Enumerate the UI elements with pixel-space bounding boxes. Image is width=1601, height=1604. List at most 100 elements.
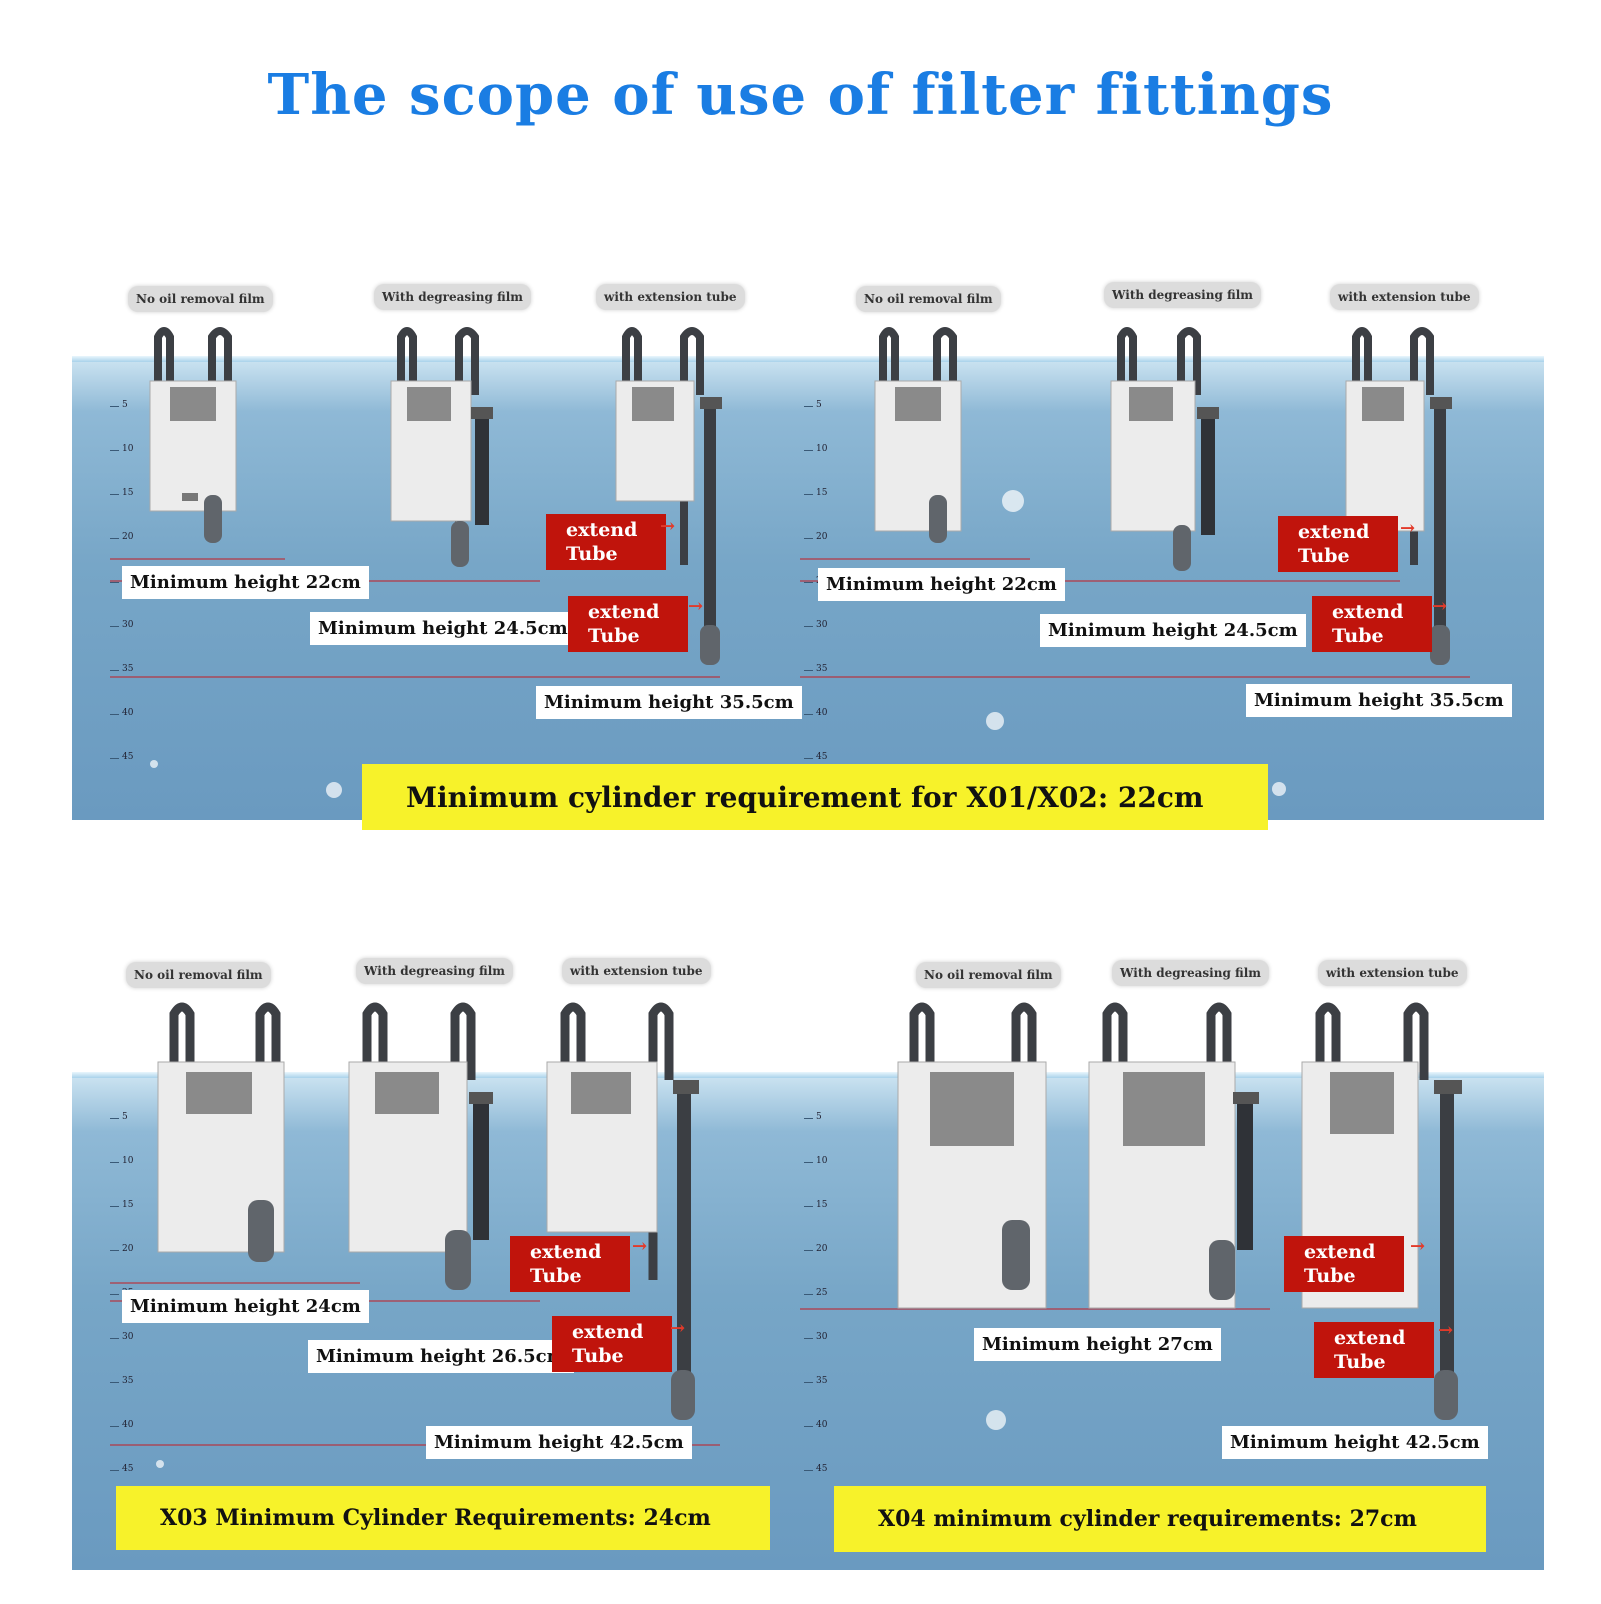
arrow-right-icon: → (1410, 1236, 1426, 1257)
height-reference-line (110, 558, 285, 560)
mode-chip: With degreasing film (1104, 282, 1262, 308)
ruler-tick: 30 (109, 1332, 134, 1342)
height-reference-line (110, 676, 720, 678)
filter-illustration (874, 327, 962, 543)
filter-illustration (390, 327, 493, 567)
min-height-label: Minimum height 24.5cm (1040, 614, 1306, 647)
mode-chip: With degreasing film (356, 958, 514, 984)
mode-chip: With degreasing film (1112, 960, 1270, 986)
ruler-tick: 15 (803, 488, 828, 498)
ruler-tick: 10 (109, 1156, 134, 1166)
filter-illustration (157, 1002, 285, 1262)
mode-chip: with extension tube (562, 958, 711, 984)
filter-illustration (546, 1002, 699, 1420)
mode-chip: No oil removal film (128, 286, 273, 312)
arrow-right-icon: → (688, 596, 704, 617)
ruler-tick: 45 (803, 1464, 828, 1474)
ruler-tick: 30 (109, 620, 134, 630)
min-height-label: Minimum height 27cm (974, 1328, 1221, 1361)
ruler-tick: 40 (109, 1420, 134, 1430)
filter-illustration (897, 1002, 1047, 1309)
filter-illustration (615, 327, 722, 665)
ruler-tick: 10 (109, 444, 134, 454)
mode-chip: With degreasing film (374, 284, 532, 310)
ruler-tick: 45 (803, 752, 828, 762)
height-reference-line (800, 580, 1400, 582)
ruler-tick: 35 (803, 664, 828, 674)
min-height-label: Minimum height 24.5cm (310, 612, 576, 645)
mode-chip: No oil removal film (856, 286, 1001, 312)
filter-illustration (1110, 327, 1219, 571)
min-height-label: Minimum height 35.5cm (1246, 684, 1512, 717)
bubble (986, 712, 1004, 730)
ruler-tick: 35 (109, 664, 134, 674)
ruler-tick: 15 (109, 1200, 134, 1210)
extend-tube-badge: extend Tube (1278, 516, 1398, 572)
extend-tube-badge: extend Tube (568, 596, 688, 652)
bubble (156, 1460, 164, 1468)
ruler-tick: 10 (803, 1156, 828, 1166)
ruler-tick: 15 (803, 1200, 828, 1210)
depth-ruler: 5 10 15 20 25 30 35 40 45 (790, 1112, 840, 1482)
ruler-tick: 10 (803, 444, 828, 454)
ruler-tick: 20 (109, 1244, 134, 1254)
mode-chip: with extension tube (1330, 284, 1479, 310)
ruler-tick: 20 (803, 1244, 828, 1254)
ruler-tick: 40 (109, 708, 134, 718)
extend-tube-badge: extend Tube (552, 1316, 672, 1372)
min-height-label: Minimum height 22cm (122, 566, 369, 599)
arrow-right-icon: → (1400, 518, 1416, 539)
bubble (986, 1410, 1006, 1430)
filter-illustration (348, 1002, 493, 1290)
mode-chip: No oil removal film (126, 962, 271, 988)
arrow-right-icon: → (660, 516, 676, 537)
arrow-right-icon: → (1432, 596, 1448, 617)
extend-tube-badge: extend Tube (1312, 596, 1432, 652)
arrow-right-icon: → (632, 1236, 648, 1257)
page-title: The scope of use of filter fittings (267, 62, 1334, 128)
depth-ruler: 5 10 15 20 25 30 35 40 45 (790, 400, 840, 770)
height-reference-line (110, 1444, 720, 1446)
ruler-tick: 25 (803, 1288, 828, 1298)
min-height-label: Minimum height 26.5cm (308, 1340, 574, 1373)
mode-chip: with extension tube (596, 284, 745, 310)
bubble (1002, 490, 1024, 512)
ruler-tick: 20 (109, 532, 134, 542)
requirement-banner: Minimum cylinder requirement for X01/X02… (362, 764, 1268, 830)
ruler-tick: 5 (110, 1112, 128, 1122)
ruler-tick: 5 (804, 1112, 822, 1122)
min-height-label: Minimum height 35.5cm (536, 686, 802, 719)
arrow-right-icon: → (1438, 1320, 1454, 1341)
ruler-tick: 35 (109, 1376, 134, 1386)
ruler-tick: 20 (803, 532, 828, 542)
requirement-banner: X03 Minimum Cylinder Requirements: 24cm (116, 1486, 770, 1550)
height-reference-line (800, 558, 1030, 560)
min-height-label: Minimum height 24cm (122, 1290, 369, 1323)
filter-illustration (1345, 327, 1452, 665)
min-height-label: Minimum height 22cm (818, 568, 1065, 601)
bubble (1272, 782, 1286, 796)
extend-tube-badge: extend Tube (546, 514, 666, 570)
ruler-tick: 35 (803, 1376, 828, 1386)
ruler-tick: 30 (803, 1332, 828, 1342)
ruler-tick: 30 (803, 620, 828, 630)
filter-illustration (149, 327, 237, 543)
ruler-tick: 5 (110, 400, 128, 410)
requirement-banner: X04 minimum cylinder requirements: 27cm (834, 1486, 1486, 1552)
water-surface (72, 356, 1544, 362)
mode-chip: with extension tube (1318, 960, 1467, 986)
arrow-right-icon: → (670, 1318, 686, 1339)
min-height-label: Minimum height 42.5cm (1222, 1426, 1488, 1459)
min-height-label: Minimum height 42.5cm (426, 1426, 692, 1459)
ruler-tick: 40 (803, 708, 828, 718)
bubble (326, 782, 342, 798)
extend-tube-badge: extend Tube (1314, 1322, 1434, 1378)
ruler-tick: 15 (109, 488, 134, 498)
ruler-tick: 40 (803, 1420, 828, 1430)
ruler-tick: 5 (804, 400, 822, 410)
mode-chip: No oil removal film (916, 962, 1061, 988)
filter-illustration (1088, 1002, 1259, 1309)
ruler-tick: 45 (109, 752, 134, 762)
bubble (150, 760, 158, 768)
ruler-tick: 45 (109, 1464, 134, 1474)
